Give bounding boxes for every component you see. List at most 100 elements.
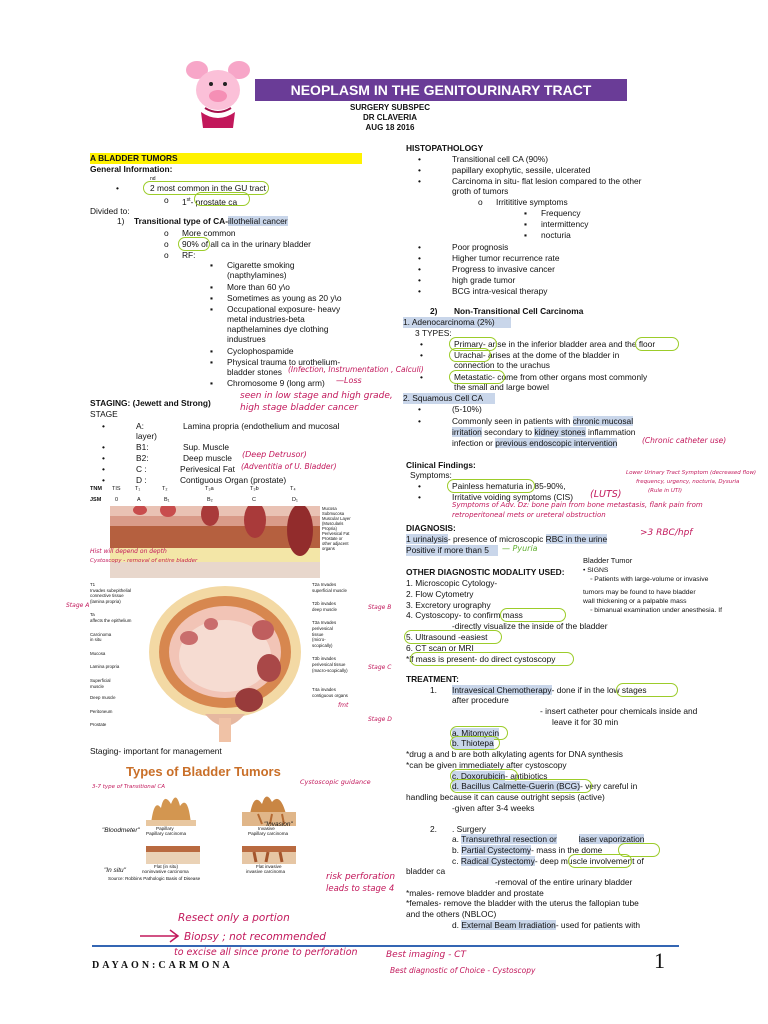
- papillary-illustration: [146, 797, 196, 826]
- diagram-label: Peritoneum: [90, 708, 113, 714]
- annotation-circle: [178, 237, 210, 251]
- rf-item: Sometimes as young as 20 y\o: [210, 293, 341, 304]
- annotation-circle: [616, 683, 678, 697]
- treatment-note: *drug a and b are both alkylating agents…: [406, 749, 623, 759]
- adeno-type: Metastatic- come from other organs most …: [420, 372, 647, 383]
- diagram-label: contiguous organs: [312, 692, 348, 698]
- diagnosis-item: Positive if more than 5: [406, 545, 498, 556]
- handwritten-note: seen in low stage and high grade,: [240, 391, 393, 401]
- histo-subsub: nocturia: [524, 230, 571, 241]
- diagram-label: Carcinoma: [90, 631, 112, 637]
- surgery-item: c. Radical Cystectomy- deep muscle invol…: [452, 856, 644, 866]
- surgery-item-cont: and the others (NBLOC): [406, 909, 497, 919]
- treatment-item: Intravesical Chemotherapy- done if in th…: [452, 685, 647, 695]
- diagram-label: T1: [90, 582, 96, 587]
- squamous-heading: 2. Squamous Cell CA: [403, 393, 495, 404]
- handwritten-note: Stage C: [368, 664, 392, 671]
- rf-item: Chromosome 9 (long arm): [210, 378, 325, 389]
- rf-item: More than 60 y\o: [210, 282, 290, 293]
- histo-item: papillary exophytic, sessile, ulcerated: [418, 165, 590, 176]
- list-item: 2 most common in the GU tract: [116, 183, 266, 194]
- handwritten-note: Lower Urinary Tract Symptom (decreased f…: [626, 470, 757, 476]
- layer-label: Mucosa: [322, 506, 337, 511]
- drug-item-cont: -given after 3-4 weeks: [452, 803, 535, 813]
- symptom-item: Painless hematuria in 85-90%,: [418, 481, 565, 492]
- layer-label: (Muscularis: [322, 521, 344, 526]
- diagram-label: in situ: [90, 637, 102, 643]
- diagnosis-item: 1 urinalysis- presence of microscopic RB…: [406, 534, 608, 544]
- surgery-item-cont: -removal of the entire urinary bladder: [495, 877, 633, 887]
- surgery-item-cont: *females- remove the bladder with the ut…: [406, 898, 639, 908]
- annotation-circle: [447, 479, 535, 493]
- other-dx-item: *if mass is present- do direct cystoscop…: [406, 654, 556, 664]
- stage-code: B2:: [103, 453, 148, 464]
- staging-note: Staging- important for management: [90, 746, 222, 756]
- stage-desc: Deep muscle: [183, 453, 232, 463]
- list-item: RF:: [165, 250, 196, 261]
- arrow-icon: [140, 929, 180, 943]
- handwritten-note: (LUTS): [590, 489, 622, 500]
- handwritten-note: — Pyuria: [502, 544, 538, 553]
- tumor-label: noninvasive carcinoma: [142, 869, 189, 874]
- annotation-circle: [568, 854, 632, 868]
- handwritten-note: Cystoscopy - removal of entire bladder: [90, 558, 198, 564]
- surgery-item: d. External Beam Irradiation- used for p…: [452, 920, 641, 930]
- bladder-tumor-line: ◦ Patients with large-volume or invasive: [590, 576, 709, 583]
- subtitle-line: SURGERY SUBSPEC: [349, 103, 431, 112]
- flat-invasive-illustration: [242, 846, 296, 864]
- handwritten-note: retroperitoneal mets or ureteral obstruc…: [452, 511, 606, 519]
- type-heading: Transitional type of CA-illothelial canc…: [134, 216, 288, 226]
- layer-label: Muscular Layer: [322, 516, 351, 521]
- drug-item: d. Bacillus Calmette-Guerin (BCG)- very …: [452, 781, 638, 791]
- other-dx-item: 3. Excretory urography: [406, 600, 491, 610]
- diagram-left-labels: T1 Invades subepithelial connective tiss…: [90, 582, 152, 728]
- stage-code: D :: [103, 475, 147, 486]
- diagram-label: T2a Invades: [312, 582, 337, 587]
- rf-item: Occupational exposure- heavy: [210, 304, 340, 315]
- handwritten-note: (Chronic catheter use): [642, 436, 727, 445]
- footer-authors: DAYAON:CARMONA: [92, 960, 233, 971]
- handwritten-note: Resect only a portion: [178, 912, 290, 924]
- treatment-note: *can be given immediately after cystosco…: [406, 760, 567, 770]
- handwritten-note: >3 RBC/hpf: [640, 528, 693, 538]
- histo-item: Transitional cell CA (90%): [418, 154, 548, 165]
- rf-item: bladder stones: [227, 367, 282, 377]
- tumor-label: Invasive: [258, 826, 275, 831]
- symptoms-label: Symptoms:: [410, 470, 452, 480]
- invasive-papillary-illustration: [242, 796, 296, 826]
- surgery-item-cont: *males- remove bladder and prostate: [406, 888, 544, 898]
- annotation-circle: [450, 736, 500, 750]
- ntc-heading: Non-Transitional Cell Carcinoma: [454, 306, 584, 316]
- divided-to: Divided to:: [90, 206, 130, 216]
- bladder-tumor-line: tumors may be found to have bladder: [583, 589, 696, 596]
- diagram-label: Deep muscle: [90, 695, 116, 701]
- layer-label: Submucosa: [322, 511, 345, 516]
- surgery-heading: . Surgery: [452, 824, 486, 834]
- list-item: More common: [164, 228, 235, 239]
- jsm-code: 0: [115, 497, 119, 503]
- annotation-circle: [410, 652, 574, 666]
- other-dx-heading: OTHER DIAGNOSTIC MODALITY USED:: [406, 567, 565, 577]
- diagram-label: tissue: [312, 631, 324, 637]
- histo-item: Carcinoma in situ- flat lesion compared …: [418, 176, 642, 187]
- diagram-label: affects the epithelium: [90, 617, 132, 623]
- diagram-label: scopically): [312, 642, 333, 648]
- rf-item: Physical trauma to urothelium-: [210, 357, 340, 368]
- stage-desc: Lamina propria (endothelium and mucosal: [183, 421, 340, 431]
- tnm-code: T₂: [162, 486, 168, 492]
- diagram-right-labels: T2a Invades superficial muscle T2b invad…: [312, 582, 362, 698]
- list-number: 2.: [430, 824, 437, 834]
- treatment-item: leave it for 30 min: [552, 717, 619, 727]
- tumor-types-figure: Papillary Papillary carcinoma Invasive P…: [108, 790, 316, 882]
- adeno-type: Primary- arise in the inferior bladder a…: [420, 339, 655, 350]
- handwritten-note: frequency, urgency, nocturia, Dysuria: [636, 479, 740, 485]
- rf-item: metal industries-beta: [227, 314, 305, 324]
- source-credit: Source: Robbins Pathologic Basis of Dise…: [108, 876, 201, 881]
- tnm-code: T₃b: [250, 486, 259, 492]
- jsm-code: A: [137, 497, 141, 503]
- handwritten-note: risk perforation: [326, 872, 396, 882]
- adeno-type: Urachal- arises at the dome of the bladd…: [420, 350, 619, 361]
- histo-item: groth of tumors: [452, 186, 509, 196]
- layer-label: Propria): [322, 526, 337, 531]
- tumor-nickname: "In situ": [104, 867, 126, 874]
